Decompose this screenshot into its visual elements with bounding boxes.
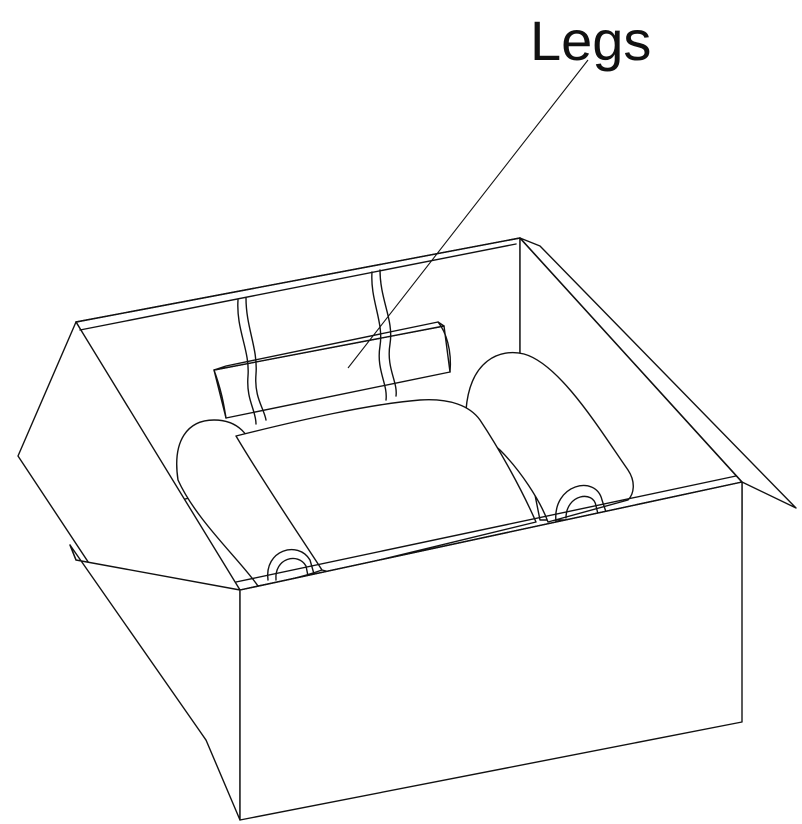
strap-right-b (379, 269, 397, 397)
strap-right-a (371, 271, 387, 401)
box-rim-back (75, 237, 521, 323)
box-left-bottom-edge (69, 544, 77, 561)
box-rim-front (239, 481, 743, 591)
box-rim-front-inner (235, 475, 737, 583)
center-seat-cushion (235, 398, 537, 573)
legs-bundle-edge (213, 369, 227, 419)
box-rim-right (519, 237, 743, 483)
strap-left-a (237, 299, 257, 425)
legs-leader-line (347, 59, 589, 369)
strap-left-b (245, 297, 267, 421)
box-left-side (69, 544, 241, 821)
legs-bundle-right-end (437, 321, 452, 373)
box-rim-back-inner (79, 243, 517, 331)
left-cushion-loop (267, 549, 315, 581)
right-cushion (465, 351, 634, 523)
right-cushion-loop (555, 484, 607, 523)
legs-label: Legs (530, 9, 651, 72)
